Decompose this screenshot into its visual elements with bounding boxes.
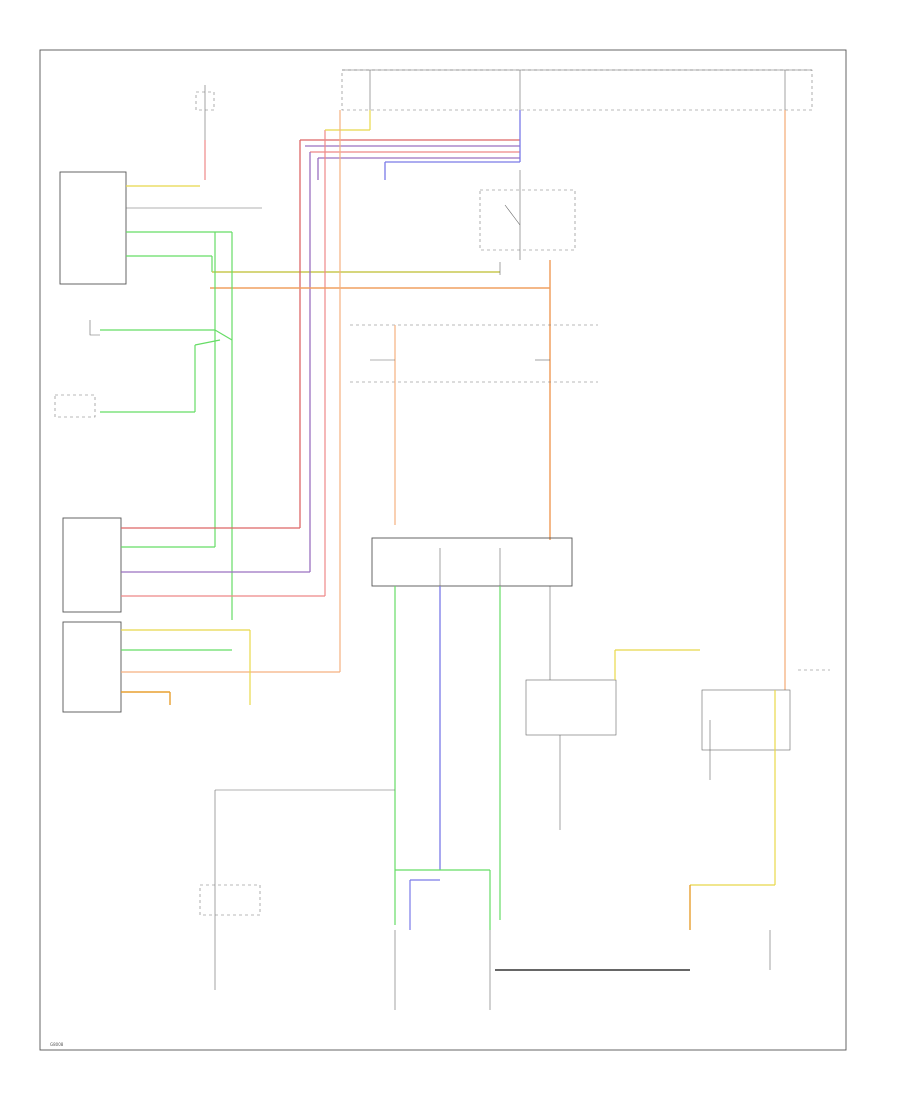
top-power-distribution xyxy=(341,69,813,111)
left-control-module xyxy=(59,171,500,285)
left-bottom-switch-block xyxy=(62,110,341,713)
center-relay xyxy=(479,170,576,275)
left-switches xyxy=(54,232,233,620)
bottom-left-sensor xyxy=(199,789,395,990)
main-harness xyxy=(299,110,520,596)
right-lower-area xyxy=(525,649,830,930)
central-fuse-block xyxy=(371,537,573,925)
bottom-connectors xyxy=(394,869,771,1010)
frame-code: G8008 xyxy=(50,1042,64,1047)
ignition-switch-fuse xyxy=(195,85,215,180)
diagram-frame xyxy=(39,49,847,1051)
left-lower-switch-block xyxy=(62,517,325,613)
mid-switch-row xyxy=(350,324,598,525)
